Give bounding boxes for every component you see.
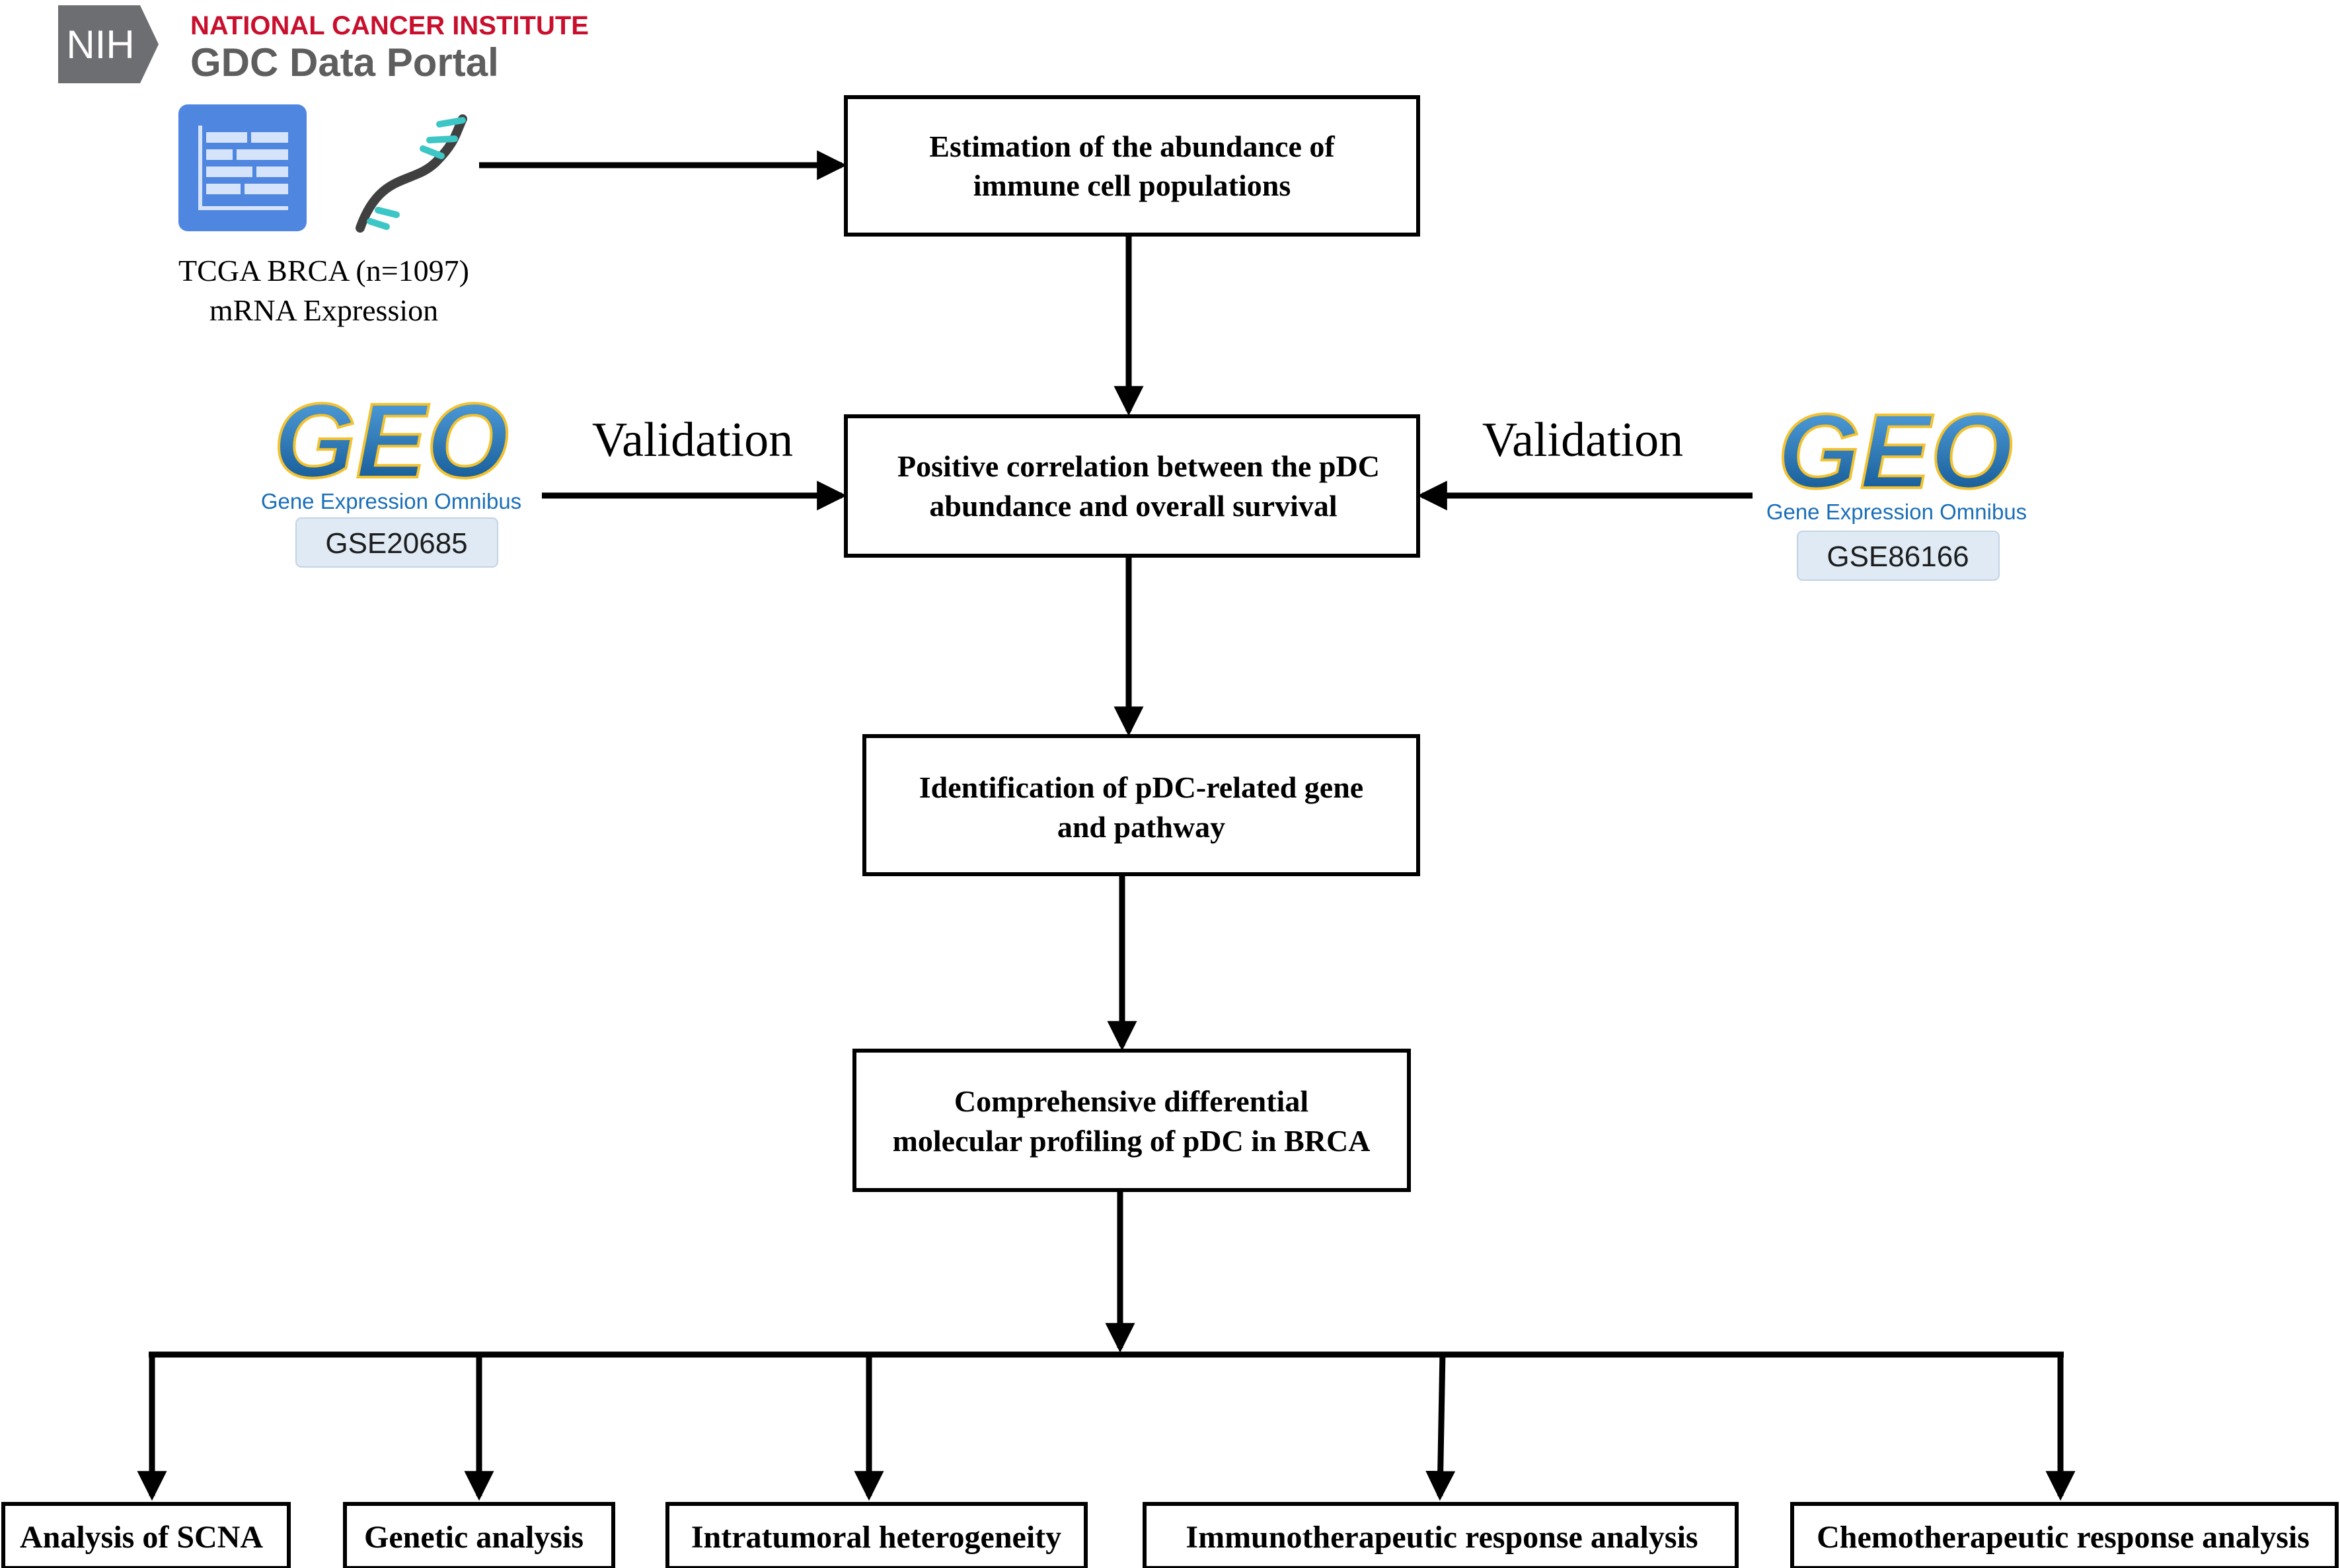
analysis-box-5: Chemotherapeutic response analysis (1790, 1502, 2339, 1568)
geo-logo-text-right: GEO (1778, 392, 2013, 510)
geo-logo-right: GEO Gene Expression Omnibus (1766, 391, 2027, 524)
step-3-line-2: and pathway (1057, 810, 1225, 844)
step-3-line-1: Identification of pDC-related gene (919, 770, 1363, 804)
analysis-label-5: Chemotherapeutic response analysis (1817, 1520, 2310, 1555)
step-box-3: Identification of pDC-related gene and p… (862, 734, 1420, 876)
step-1-line-1: Estimation of the abundance of (929, 130, 1335, 163)
geo-logo-text-left: GEO (274, 381, 509, 500)
analysis-box-4: Immunotherapeutic response analysis (1143, 1502, 1739, 1568)
dataset-label-left: GSE20685 (325, 527, 467, 560)
geo-logo-left: GEO Gene Expression Omnibus (261, 380, 521, 513)
analysis-label-3: Intratumoral heterogeneity (691, 1520, 1061, 1555)
step-box-4: Comprehensive differential molecular pro… (852, 1049, 1411, 1192)
nih-badge (58, 5, 159, 83)
geo-subtitle-left: Gene Expression Omnibus (261, 489, 521, 513)
step-2-line-1: Positive correlation between the pDC (897, 449, 1380, 483)
analysis-box-3: Intratumoral heterogeneity (665, 1502, 1088, 1568)
analysis-label-4: Immunotherapeutic response analysis (1186, 1520, 1698, 1555)
analysis-label-1: Analysis of SCNA (20, 1520, 263, 1555)
table-icon (178, 104, 307, 231)
analysis-box-2: Genetic analysis (343, 1502, 615, 1568)
source-line-2: mRNA Expression (209, 293, 438, 327)
analysis-box-1: Analysis of SCNA (1, 1502, 291, 1568)
nih-gdc-logo: NIH NATIONAL CANCER INSTITUTE GDC Data P… (58, 5, 589, 85)
arrow-to-analysis-4 (1425, 1351, 1456, 1501)
step-1-line-2: immune cell populations (973, 168, 1291, 202)
dataset-badge-left (295, 517, 498, 568)
validation-label-left: Validation (592, 413, 793, 467)
validation-label-right: Validation (1482, 413, 1683, 467)
step-4-line-1: Comprehensive differential (954, 1084, 1308, 1118)
step-box-2: Positive correlation between the pDC abu… (844, 414, 1420, 558)
analysis-label-2: Genetic analysis (364, 1520, 584, 1555)
step-4-line-2: molecular profiling of pDC in BRCA (893, 1124, 1371, 1158)
geo-subtitle-right: Gene Expression Omnibus (1766, 500, 2027, 524)
dataset-badge-right (1797, 531, 2000, 581)
step-2-line-2: abundance and overall survival (929, 489, 1337, 523)
institute-name: NATIONAL CANCER INSTITUTE (190, 11, 589, 40)
dna-strand-icon (356, 114, 467, 233)
portal-name: GDC Data Portal (190, 40, 499, 85)
dataset-label-right: GSE86166 (1827, 541, 1969, 573)
step-box-1: Estimation of the abundance of immune ce… (844, 95, 1420, 237)
source-line-1: TCGA BRCA (n=1097) (178, 254, 469, 287)
nih-label: NIH (66, 22, 134, 67)
